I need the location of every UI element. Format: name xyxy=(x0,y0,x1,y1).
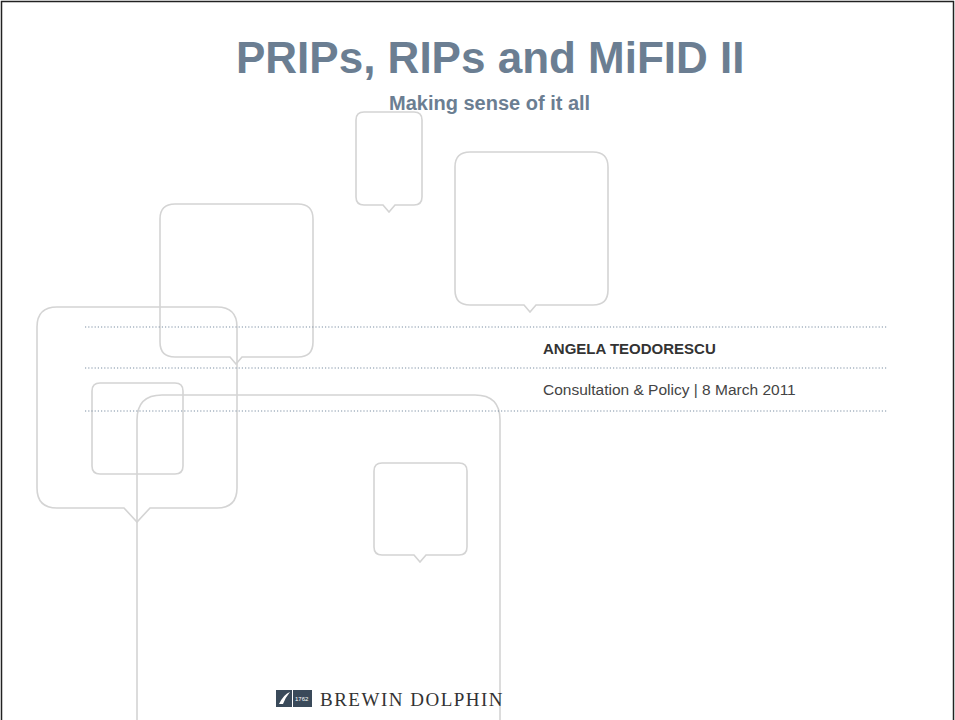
slide-title: PRIPs, RIPs and MiFID II xyxy=(236,36,745,80)
dotted-rules xyxy=(85,327,888,411)
slide-subtitle: Making sense of it all xyxy=(389,93,590,113)
logo-year: 1762 xyxy=(295,696,308,702)
logo-icon xyxy=(276,690,312,707)
department-date: Consultation & Policy | 8 March 2011 xyxy=(543,382,796,398)
company-logo-text: BREWIN DOLPHIN xyxy=(320,690,504,709)
author-name: ANGELA TEODORESCU xyxy=(543,341,716,356)
speech-bubbles xyxy=(37,112,608,720)
